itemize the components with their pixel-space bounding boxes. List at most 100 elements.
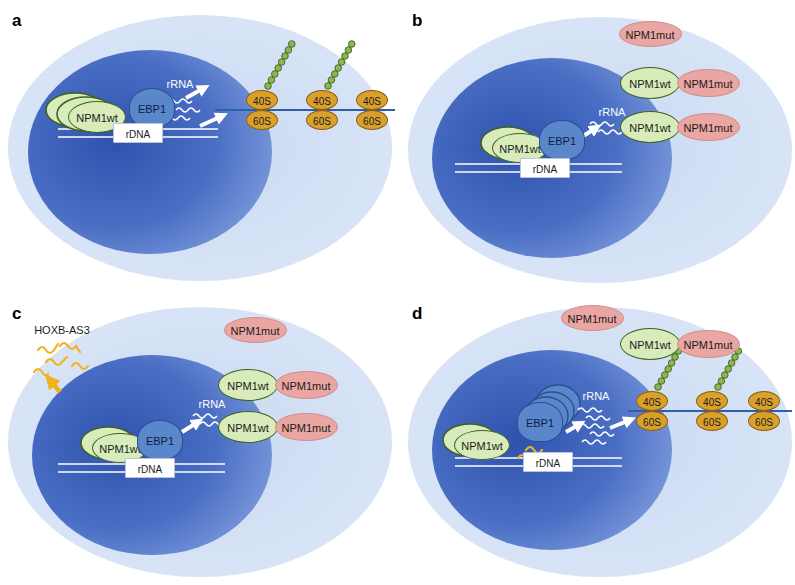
amino-acid-bead — [325, 83, 332, 90]
ebp1-protein: EBP1 — [539, 120, 585, 160]
node-text: NPM1mut — [282, 418, 331, 436]
cell — [8, 15, 392, 281]
node-text: NPM1wt — [499, 139, 541, 157]
node-text: NPM1wt — [629, 335, 671, 353]
node-label: rDNA — [536, 458, 560, 469]
rrna — [193, 414, 217, 418]
ribosome-subunit: 40S — [246, 90, 278, 110]
node-text: NPM1mut — [626, 25, 675, 43]
node-text: NPM1wt — [99, 439, 141, 457]
npm1wt-stack — [46, 93, 535, 459]
node-text: 60S — [703, 412, 721, 430]
nucleus — [32, 355, 272, 555]
amino-acid-bead — [289, 41, 296, 48]
amino-acid-bead — [265, 83, 272, 90]
amino-acid-bead — [335, 65, 342, 72]
rdna-strands — [58, 129, 622, 472]
amino-acid-bead — [282, 53, 289, 60]
npm1mut-oval: NPM1mut — [677, 330, 740, 358]
ribosome-subunit: 40S — [306, 90, 338, 110]
node-label: 40S — [643, 397, 661, 408]
node-label: NPM1mut — [231, 325, 280, 337]
npm1mut-oval: NPM1mut — [561, 305, 624, 331]
npm1wt-oval: NPM1wt — [620, 111, 680, 143]
npm1wt-oval: NPM1wt — [218, 369, 278, 401]
node-label: 60S — [755, 417, 773, 428]
amino-acid-bead — [332, 71, 339, 78]
node-label: 40S — [703, 397, 721, 408]
text-label: rRNA — [583, 390, 610, 402]
node-label: 40S — [363, 96, 381, 107]
node-text: 60S — [313, 111, 331, 129]
cell — [408, 307, 792, 577]
rdna-box: rDNA — [113, 123, 163, 143]
amino-acid-bead — [342, 53, 349, 60]
rrna-squiggles — [166, 99, 622, 444]
node-label: NPM1mut — [568, 313, 617, 325]
node-text: NPM1wt — [227, 376, 269, 394]
npm1mut-oval: NPM1mut — [224, 317, 287, 343]
text-label: rRNA — [167, 78, 194, 90]
rrna — [176, 108, 200, 112]
node-text: 60S — [363, 111, 381, 129]
node-text: NPM1mut — [684, 335, 733, 353]
node-text: 40S — [643, 392, 661, 410]
node-text: NPM1mut — [231, 321, 280, 339]
flow-arrow — [566, 424, 580, 432]
node-text: NPM1wt — [461, 436, 503, 454]
node-label: 60S — [253, 116, 271, 127]
node-label: 60S — [313, 116, 331, 127]
node-label: EBP1 — [548, 135, 576, 147]
node-text: EBP1 — [146, 431, 174, 449]
npm1mut-oval: NPM1mut — [275, 413, 338, 441]
lncrna — [46, 357, 67, 365]
node-label: 40S — [755, 397, 773, 408]
node-label: NPM1wt — [629, 122, 671, 134]
node-label: rDNA — [533, 164, 557, 175]
amino-acid-bead — [715, 384, 722, 391]
node-label: 40S — [253, 96, 271, 107]
amino-acid-bead — [272, 71, 279, 78]
node-text: 40S — [755, 392, 773, 410]
rdna-box: rDNA — [520, 158, 570, 178]
ribosome-subunit: 60S — [306, 110, 338, 130]
rrna — [578, 408, 602, 412]
node-label: NPM1wt — [227, 380, 269, 392]
amino-acid-bead — [732, 354, 739, 361]
rrna — [580, 424, 604, 428]
node-text: EBP1 — [548, 131, 576, 149]
amino-acid-bead — [328, 77, 335, 84]
amino-acid-bead — [662, 372, 669, 379]
node-label: EBP1 — [138, 103, 166, 115]
node-text: 40S — [313, 91, 331, 109]
amino-acid-bead — [665, 366, 672, 373]
rrna — [586, 416, 610, 420]
node-label: NPM1wt — [499, 143, 541, 155]
flow-arrow — [200, 116, 222, 126]
amino-acid-bead — [658, 378, 665, 385]
text-label: rRNA — [199, 398, 226, 410]
panel-letter: c — [12, 305, 21, 324]
node-text: EBP1 — [138, 99, 166, 117]
node-label: NPM1mut — [282, 422, 331, 434]
ribosome-subunit: 40S — [636, 391, 668, 411]
node-text: NPM1mut — [282, 376, 331, 394]
panel-letter: a — [12, 12, 21, 31]
node-text: 40S — [363, 91, 381, 109]
panel-letter: d — [412, 305, 422, 324]
node-label: rDNA — [138, 464, 162, 475]
ebp1-protein: EBP1 — [517, 402, 563, 442]
node-text: 40S — [703, 392, 721, 410]
amino-acid-bead — [275, 65, 282, 72]
rrna — [590, 432, 614, 436]
ribosome-subunit: 40S — [356, 90, 388, 110]
amino-acid-bead — [728, 360, 735, 367]
rdna-box: rDNA — [523, 452, 573, 472]
npm1mut-oval: NPM1mut — [677, 69, 740, 97]
node-label: EBP1 — [526, 417, 554, 429]
node-label: NPM1wt — [629, 78, 671, 90]
npm1mut-oval: NPM1mut — [677, 113, 740, 141]
ribosome-subunit: 40S — [748, 391, 780, 411]
node-text: 60S — [643, 412, 661, 430]
